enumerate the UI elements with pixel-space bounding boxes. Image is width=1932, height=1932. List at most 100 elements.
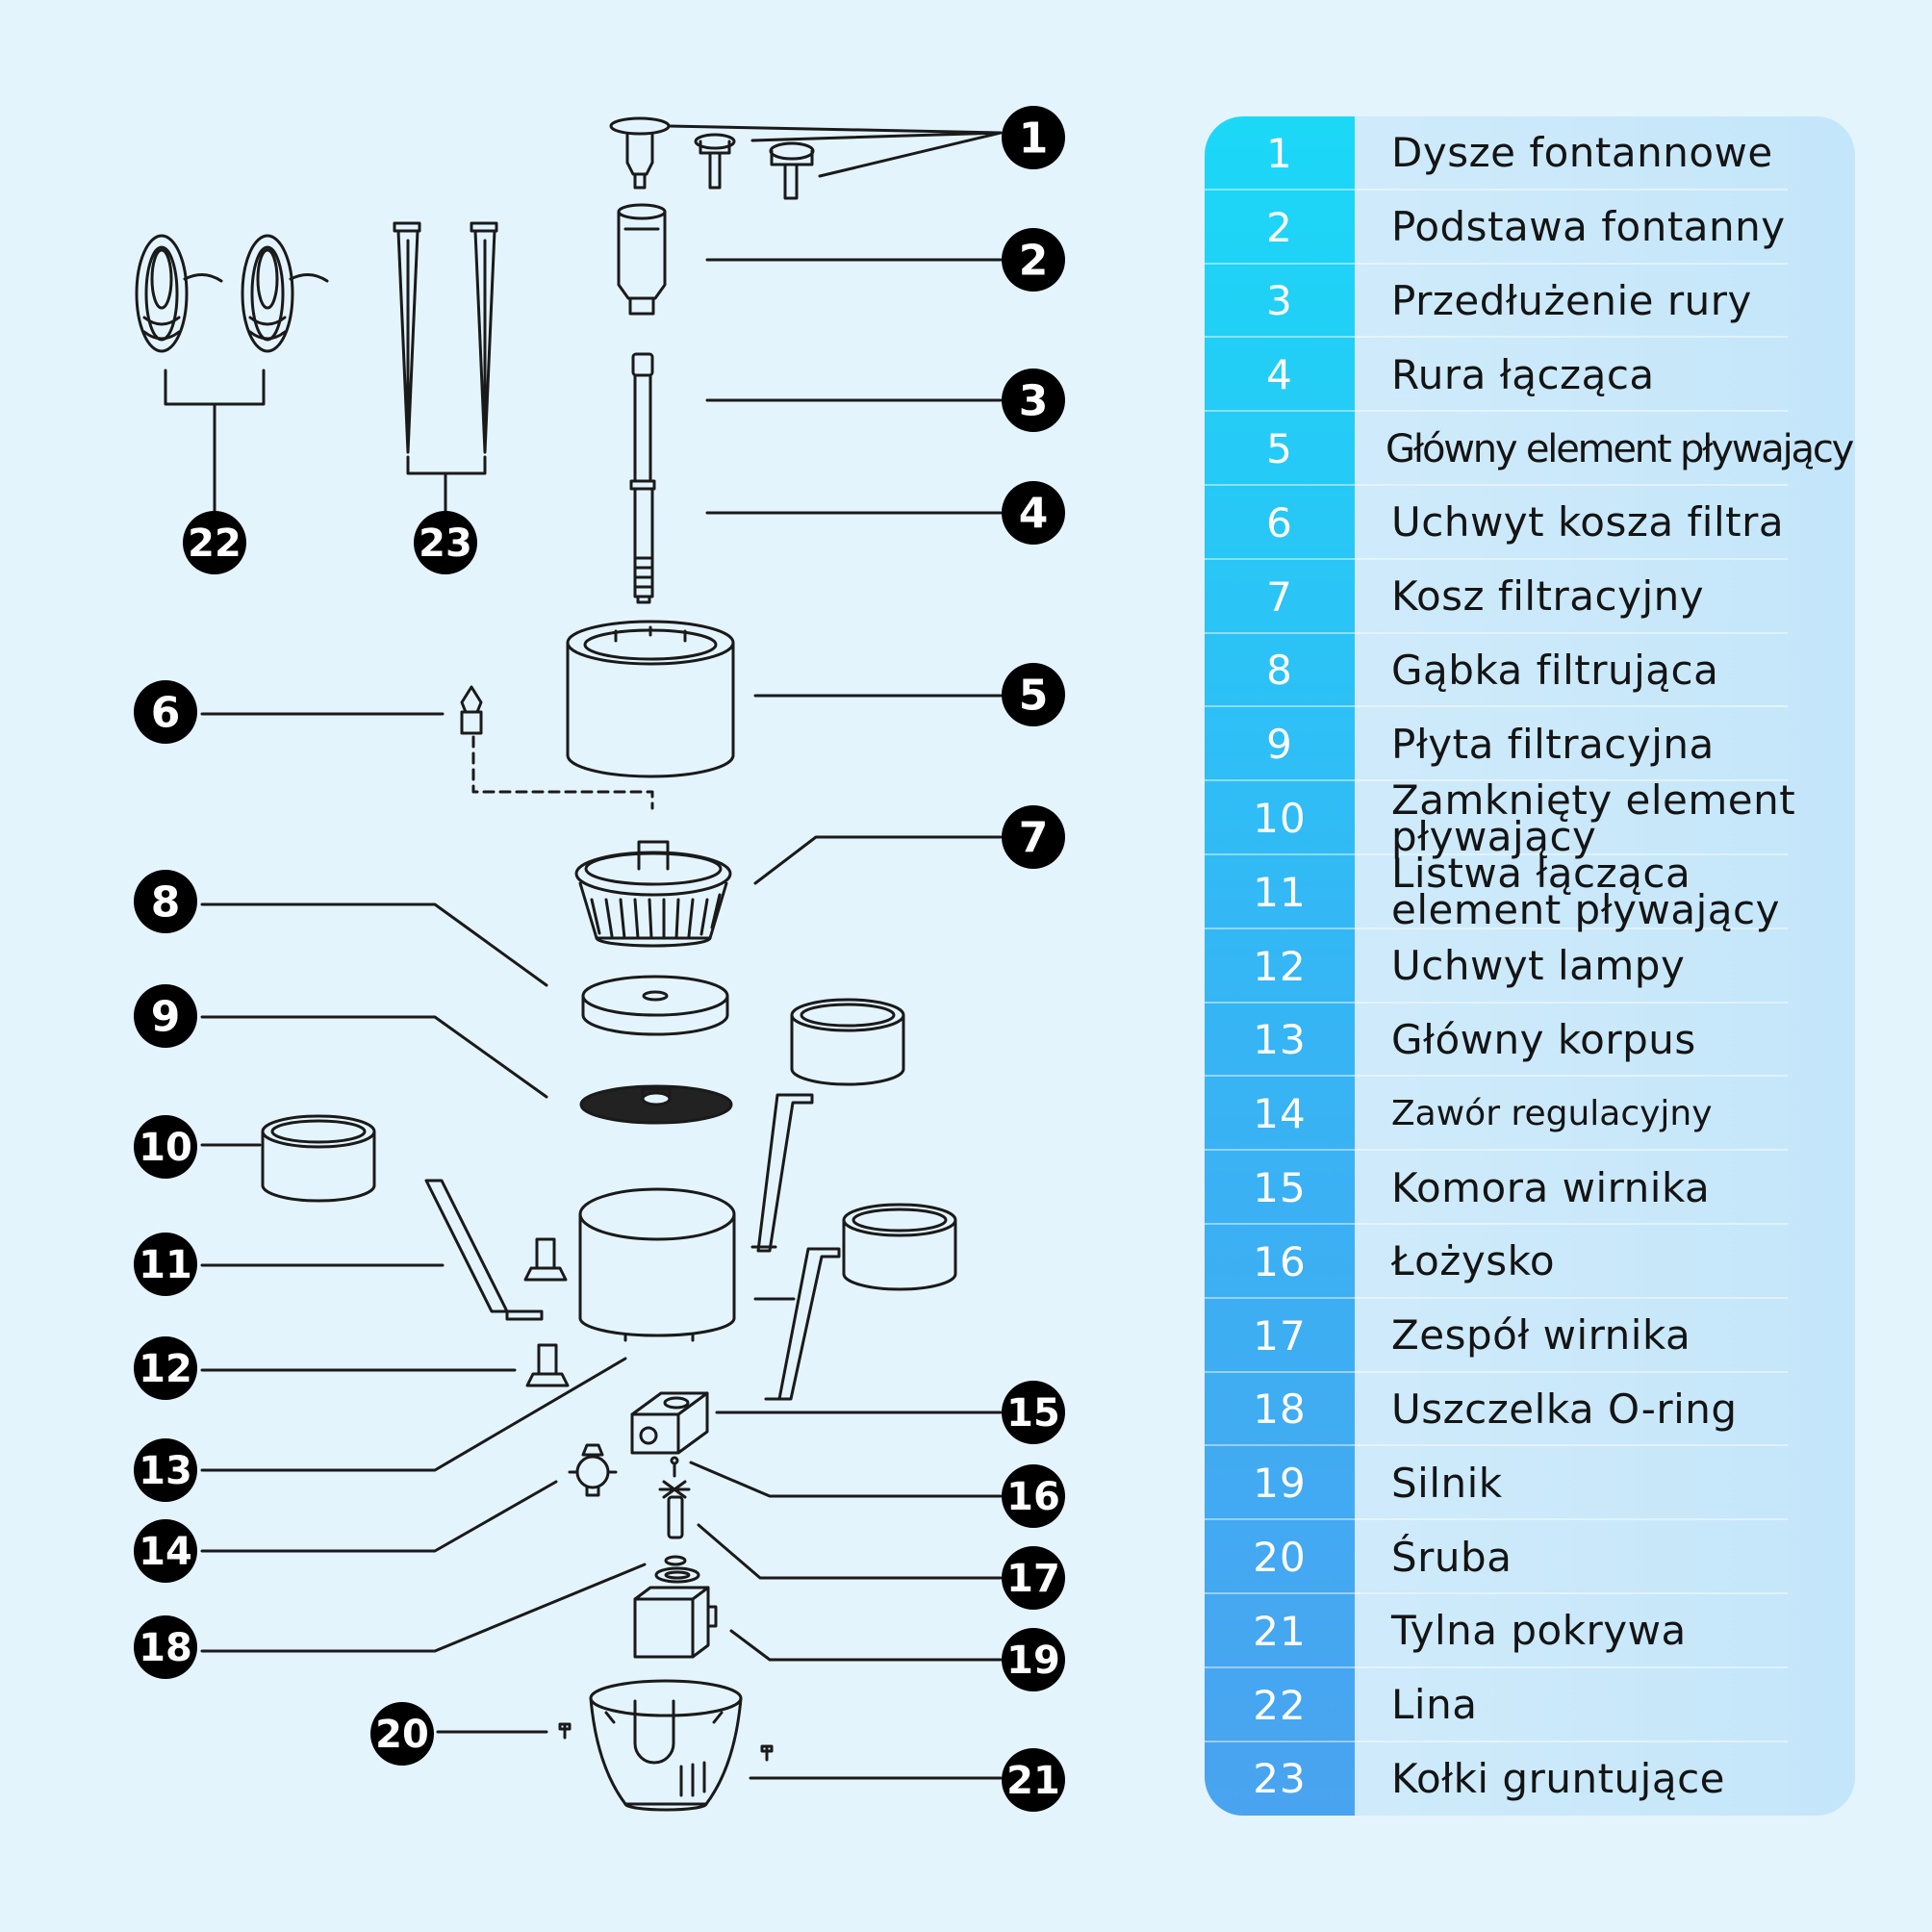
- legend-row: 21 Tylna pokrywa: [1205, 1594, 1855, 1668]
- legend-row: 16 Łożysko: [1205, 1225, 1855, 1299]
- legend-number: 6: [1266, 498, 1293, 547]
- legend-label: Główny korpus: [1391, 1015, 1696, 1063]
- legend-number: 7: [1266, 572, 1293, 621]
- legend-row: 3 Przedłużenie rury: [1205, 265, 1855, 339]
- callout-9: 9: [151, 993, 181, 1042]
- stakes-part-23: [393, 221, 498, 454]
- legend-number: 12: [1253, 942, 1307, 990]
- legend-row: 6 Uchwyt kosza filtra: [1205, 486, 1855, 560]
- leader-18: [200, 1563, 647, 1653]
- legend-row: 8 Gąbka filtrująca: [1205, 634, 1855, 708]
- legend-row: 1 Dysze fontannowe: [1205, 116, 1855, 191]
- closed-float-part-10: [261, 1114, 376, 1203]
- legend-number: 19: [1253, 1460, 1307, 1508]
- callout-3: 3: [1019, 377, 1049, 426]
- valve-part-14: [568, 1443, 618, 1497]
- legend-number-column: [1205, 116, 1355, 1816]
- callout-19: 19: [1006, 1639, 1060, 1683]
- callout-8: 8: [151, 878, 181, 928]
- callout-16: 16: [1006, 1475, 1060, 1519]
- legend-label: Zespół wirnika: [1391, 1311, 1691, 1360]
- legend-row: 5 Główny element pływający: [1205, 412, 1855, 486]
- legend-label: Listwa łącząca element pływający: [1391, 850, 1780, 934]
- rope-part-22: [135, 234, 329, 353]
- float-right: [842, 1203, 957, 1291]
- legend-label: Tylna pokrywa: [1391, 1607, 1687, 1655]
- leader-14: [200, 1480, 558, 1553]
- legend-number: 11: [1253, 868, 1307, 916]
- legend-row: 22 Lina: [1205, 1668, 1855, 1742]
- o-ring-part-18: [654, 1555, 700, 1584]
- legend-label: Uszczelka O-ring: [1391, 1385, 1738, 1433]
- main-body-part-13: [578, 1187, 736, 1342]
- callout-10: 10: [139, 1126, 192, 1170]
- leader-16: [689, 1461, 1003, 1498]
- callout-12: 12: [139, 1347, 192, 1391]
- callout-20: 20: [375, 1713, 429, 1757]
- filter-plate-part-9: [579, 1084, 733, 1125]
- legend-row: 2 Podstawa fontanny: [1205, 191, 1855, 265]
- callout-5: 5: [1019, 672, 1049, 721]
- legend-number: 21: [1253, 1607, 1307, 1655]
- callout-17: 17: [1006, 1557, 1060, 1601]
- leader-7: [753, 835, 1003, 885]
- legend-number: 4: [1266, 351, 1293, 399]
- legend-label: Gąbka filtrująca: [1391, 646, 1719, 694]
- legend-row: 19 Silnik: [1205, 1446, 1855, 1521]
- callout-14: 14: [139, 1530, 192, 1574]
- callout-15: 15: [1006, 1391, 1060, 1436]
- leader-8: [200, 902, 548, 987]
- legend-number: 5: [1266, 425, 1293, 473]
- legend-label: Uchwyt lampy: [1391, 942, 1686, 990]
- legend-label: Zawór regulacyjny: [1391, 1093, 1713, 1133]
- fountain-nozzles-part-1: [609, 116, 815, 200]
- legend-row: 17 Zespół wirnika: [1205, 1299, 1855, 1373]
- dashed-link-6: [471, 735, 654, 810]
- legend-number: 16: [1253, 1237, 1307, 1285]
- legend-row: 4 Rura łącząca: [1205, 338, 1855, 413]
- screws-part-20: [558, 1722, 774, 1762]
- leader-13: [200, 1357, 627, 1472]
- callout-21: 21: [1006, 1759, 1060, 1803]
- legend-number: 9: [1266, 721, 1293, 769]
- legend-label: Płyta filtracyjna: [1391, 720, 1715, 768]
- legend-number: 1: [1266, 129, 1293, 177]
- legend-number: 2: [1266, 203, 1293, 251]
- bearing-part-16: [670, 1456, 679, 1478]
- legend-label: Śruba: [1391, 1533, 1513, 1581]
- legend-label: Łożysko: [1391, 1237, 1556, 1285]
- leader-9: [200, 1015, 548, 1099]
- callout-circles: [134, 106, 1065, 1812]
- legend-number: 10: [1253, 795, 1307, 843]
- legend-number: 22: [1253, 1681, 1307, 1729]
- legend-row: 13 Główny korpus: [1205, 1004, 1855, 1078]
- legend-label: Główny element pływający: [1385, 426, 1854, 471]
- legend-label: Kołki gruntujące: [1391, 1754, 1726, 1802]
- float-top-right: [790, 998, 905, 1086]
- leader-17: [697, 1523, 1003, 1580]
- legend-row: 11 Listwa łącząca element pływający: [1205, 850, 1855, 934]
- legend-number: 13: [1253, 1016, 1307, 1064]
- filter-basket-part-7: [574, 840, 732, 948]
- legend-label: Uchwyt kosza filtra: [1391, 498, 1785, 547]
- exploded-parts-diagram: 1 2 3 4 5 6 7 8 9 10 11 12 13 14 15 16 1…: [134, 106, 1065, 1812]
- connecting-bars-part-11: [424, 1093, 841, 1401]
- legend-number: 3: [1266, 277, 1293, 325]
- lamp-holder-part-12: [523, 1237, 570, 1387]
- legend-row: 15 Komora wirnika: [1205, 1151, 1855, 1225]
- main-float-part-5: [566, 620, 735, 778]
- leader-22: [164, 369, 266, 526]
- legend-label: Silnik: [1391, 1459, 1503, 1507]
- legend-label: Lina: [1391, 1681, 1478, 1729]
- callout-18: 18: [139, 1626, 192, 1670]
- legend-number: 18: [1253, 1385, 1307, 1434]
- parts-legend-table: 1 Dysze fontannowe 2 Podstawa fontanny 3…: [1205, 116, 1855, 1816]
- legend-row: 10 Zamknięty element pływający: [1205, 779, 1855, 856]
- callout-2: 2: [1019, 237, 1049, 286]
- legend-number: 14: [1253, 1090, 1307, 1138]
- legend-row: 20 Śruba: [1205, 1520, 1855, 1594]
- legend-row: 7 Kosz filtracyjny: [1205, 560, 1855, 634]
- callout-13: 13: [139, 1449, 192, 1493]
- callout-6: 6: [151, 689, 181, 738]
- impeller-part-17: [658, 1480, 691, 1539]
